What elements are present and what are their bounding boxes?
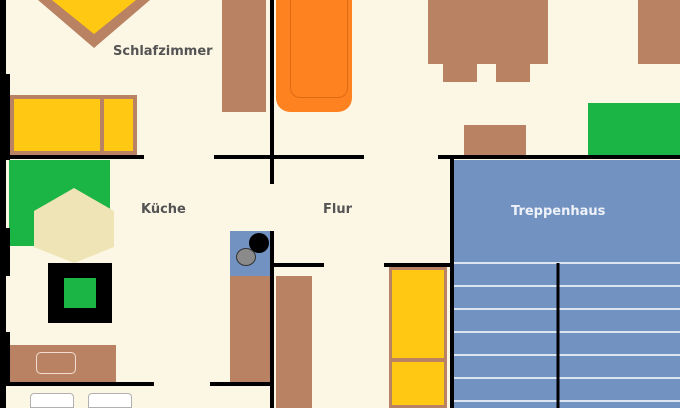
wall-segment (6, 228, 10, 276)
coat-rack-divider (392, 358, 444, 362)
coat-rack (389, 267, 447, 408)
bed (14, 99, 100, 151)
wall-bedroom-kitchen (6, 155, 144, 159)
wall-outer-left (0, 0, 6, 408)
wall-hall-top-right (438, 155, 680, 159)
plant (588, 103, 680, 156)
toilet-bowl (236, 248, 256, 266)
sink-basin (36, 352, 76, 374)
wall-segment (6, 74, 10, 160)
shoe-cabinet (276, 276, 312, 408)
appliance (30, 393, 74, 408)
room-label-schlafzimmer: Schlafzimmer (113, 44, 213, 59)
room-label-treppenhaus: Treppenhaus (511, 204, 606, 219)
sink-icon (10, 345, 116, 382)
dining-table (428, 0, 548, 64)
staircase (454, 160, 680, 408)
stair-steps (454, 262, 680, 408)
wall-bedroom-hall (214, 155, 364, 159)
wall-hall-wardrobe (384, 263, 450, 267)
shelf (230, 276, 270, 384)
chair (496, 64, 530, 82)
lamp-icon (38, 0, 150, 48)
stove-plate (64, 278, 96, 308)
wall-bottom-segment (210, 382, 270, 386)
wall-vertical-center-lower (270, 231, 274, 408)
wardrobe (222, 0, 266, 112)
appliance (88, 393, 132, 408)
sofa-cushion (290, 0, 348, 98)
wall-vertical-center (270, 0, 274, 184)
cabinet (638, 0, 680, 64)
kitchen-table (34, 188, 114, 263)
wall-segment (6, 332, 10, 382)
room-label-flur: Flur (323, 202, 353, 217)
toilet-icon (249, 233, 269, 253)
chair (443, 64, 477, 82)
desk (464, 125, 526, 156)
wall-hall-wc (274, 263, 324, 267)
room-label-kueche: Küche (141, 202, 186, 217)
wall-kitchen-bottom (6, 382, 154, 386)
pillow (104, 99, 133, 151)
wall-stairwell (450, 155, 454, 408)
